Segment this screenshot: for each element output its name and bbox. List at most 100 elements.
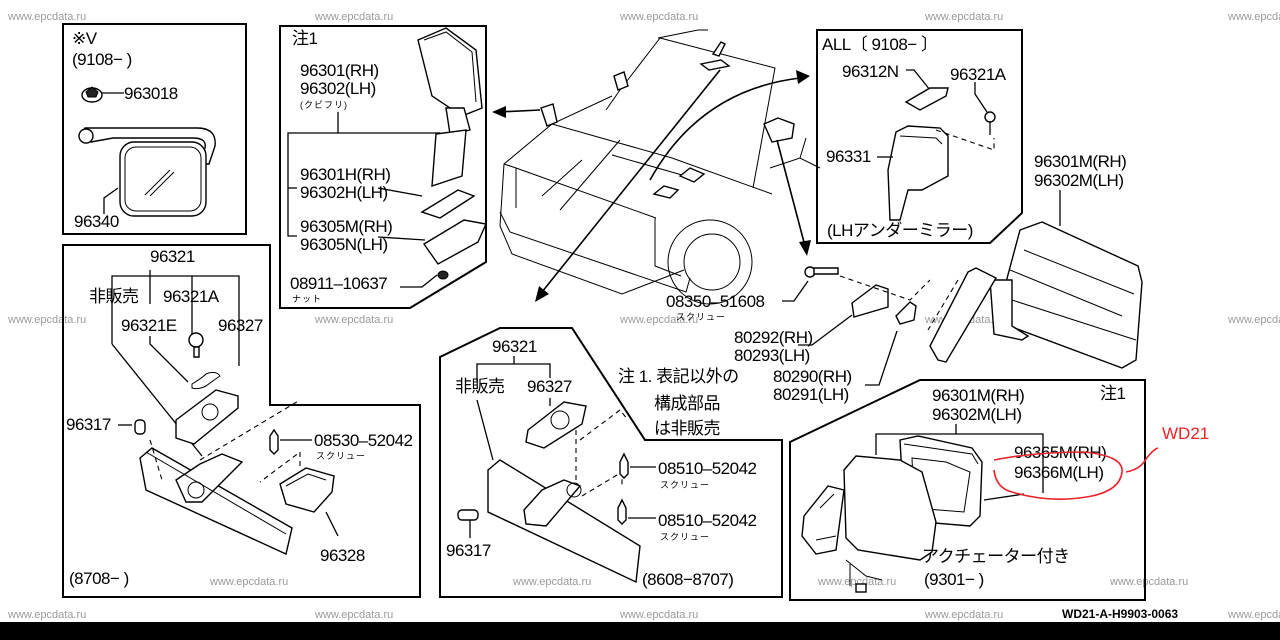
part-number: 80290(RH) xyxy=(773,367,852,386)
panel-under-mirror: ALL〔 9108− 〕 96312N 96321A 96331 (LHアンダー… xyxy=(816,29,1023,244)
watermark: www.epcdata.ru xyxy=(314,11,393,23)
part-number: 96302H(LH) xyxy=(300,183,388,202)
panel-frame xyxy=(62,244,421,598)
part-number: 96327 xyxy=(218,316,263,335)
date-range: (9301− ) xyxy=(924,570,984,589)
part-number: 96321 xyxy=(492,337,537,356)
screw-icon xyxy=(619,452,629,479)
mirror-cover-icon xyxy=(279,467,335,513)
highlight-circle xyxy=(993,451,1123,500)
panel-inner-mirror-8608: 96321 非販売 96327 注 1. 表記以外の 構成部品 は非販売 963… xyxy=(439,327,783,598)
arrow-to-inner-mirror xyxy=(541,69,721,293)
date-range: (8708− ) xyxy=(69,569,129,588)
rear-view-mirror-icon xyxy=(139,447,293,555)
part-number: 80293(LH) xyxy=(734,346,810,365)
footnote-line: 構成部品 xyxy=(654,394,720,413)
part-number: 08530–52042 xyxy=(314,431,413,450)
panel-frame xyxy=(789,379,1146,601)
part-note: スクリュー xyxy=(660,480,710,490)
arrow-to-door-mirror xyxy=(776,139,806,247)
panel-frame xyxy=(816,29,1023,244)
panel-frame xyxy=(279,25,487,309)
screw-icon xyxy=(617,498,627,525)
part-number: 96321 xyxy=(150,247,195,266)
watermark: www.epcdata.ru xyxy=(924,609,1003,621)
part-number: 96305N(LH) xyxy=(300,235,388,254)
watermark: www.epcdata.ru xyxy=(619,314,698,326)
part-number: 96301(RH) xyxy=(300,61,379,80)
watermark: www.epcdata.ru xyxy=(924,11,1003,23)
panel-fender-mirror: 注1 96301(RH) 96302(LH) (クビフリ) 96301H(RH)… xyxy=(279,25,488,309)
part-number: 96301M(RH) xyxy=(1034,152,1126,171)
part-number: 80291(LH) xyxy=(773,385,849,404)
date-range: (9108− ) xyxy=(72,50,132,69)
watermark: www.epcdata.ru xyxy=(512,576,591,588)
watermark: www.epcdata.ru xyxy=(1109,576,1188,588)
mirror-arm-icon xyxy=(78,127,216,165)
part-number: 08911–10637 xyxy=(290,274,387,293)
door-mirror-icon xyxy=(801,455,937,593)
part-number: 96321E xyxy=(121,316,177,335)
part-number: 96340 xyxy=(74,212,119,231)
fender-mirror-icon xyxy=(417,27,488,280)
panel-title: ALL〔 9108− 〕 xyxy=(822,35,937,54)
nut-icon xyxy=(81,86,103,103)
panel-caption: (LHアンダーミラー) xyxy=(827,221,973,240)
part-number: 96328 xyxy=(320,546,365,565)
part-number: 96317 xyxy=(446,541,491,560)
panel-frame xyxy=(62,23,247,235)
watermark: www.epcdata.ru xyxy=(1227,609,1280,621)
part-number: 08510–52042 xyxy=(658,459,757,478)
annotation-leader xyxy=(1125,447,1159,473)
annotation-label: WD21 xyxy=(1162,424,1209,443)
not-sold-label: 非販売 xyxy=(89,287,139,306)
watermark: www.epcdata.ru xyxy=(619,609,698,621)
panel-v-spec: ※V (9108− ) 963018 96340 xyxy=(62,23,247,235)
part-number: 96305M(RH) xyxy=(300,217,392,236)
watermark: www.epcdata.ru xyxy=(7,11,86,23)
watermark: www.epcdata.ru xyxy=(209,576,288,588)
part-number: 80292(RH) xyxy=(734,328,813,347)
door-mirror-icon xyxy=(927,221,1143,369)
part-number: 08510–52042 xyxy=(658,511,757,530)
part-number: 96366M(LH) xyxy=(1014,463,1104,482)
screw-icon xyxy=(188,332,204,358)
panel-frame xyxy=(439,327,783,598)
part-number: 96317 xyxy=(66,415,111,434)
watermark: www.epcdata.ru xyxy=(314,314,393,326)
panel-title: ※V xyxy=(72,29,98,48)
screw-icon xyxy=(984,111,996,135)
footnote-line: は非販売 xyxy=(654,419,720,438)
part-number: 08350–51608 xyxy=(666,292,765,311)
part-note: スクリュー xyxy=(676,312,726,322)
note-label: 注1 xyxy=(1100,384,1126,403)
part-number: 96327 xyxy=(527,377,572,396)
bracket-plate-icon xyxy=(851,284,889,318)
red-annotation: WD21 xyxy=(993,424,1209,500)
bracket-plate-icon xyxy=(895,301,917,325)
diagram-code: WD21-A-H9903-0063 xyxy=(1062,607,1178,621)
part-note: ナット xyxy=(292,294,322,304)
part-number: 96301H(RH) xyxy=(300,165,390,184)
panel-inner-mirror-8708: 96321 非販売 96321A 96321E 96327 96317 xyxy=(62,244,421,598)
rear-view-mirror-icon xyxy=(487,459,641,584)
part-note: スクリュー xyxy=(660,532,710,542)
part-number: 96301M(RH) xyxy=(932,386,1024,405)
part-number: 96321A xyxy=(950,65,1007,84)
part-number: 96302(LH) xyxy=(300,79,376,98)
panel-actuator-mirror: 注1 96301M(RH) 96302M(LH) 96365M(RH) 9636… xyxy=(789,379,1146,601)
footnote-line: 注 1. 表記以外の xyxy=(618,367,739,386)
panel-caption: アクチェーター付き xyxy=(922,547,1070,566)
door-mirror-group: 96301M(RH) 96302M(LH) 08350–51608 スクリュー … xyxy=(666,152,1143,404)
screw-icon xyxy=(269,428,279,455)
watermark: www.epcdata.ru xyxy=(1227,11,1280,23)
bottom-bar xyxy=(0,622,1280,640)
part-number: 963018 xyxy=(124,84,178,103)
not-sold-label: 非販売 xyxy=(455,377,505,396)
part-note: (クビフリ) xyxy=(300,100,348,110)
watermark: www.epcdata.ru xyxy=(619,11,698,23)
part-note: スクリュー xyxy=(316,451,366,461)
part-number: 96312N xyxy=(842,62,899,81)
part-number: 96321A xyxy=(163,287,220,306)
